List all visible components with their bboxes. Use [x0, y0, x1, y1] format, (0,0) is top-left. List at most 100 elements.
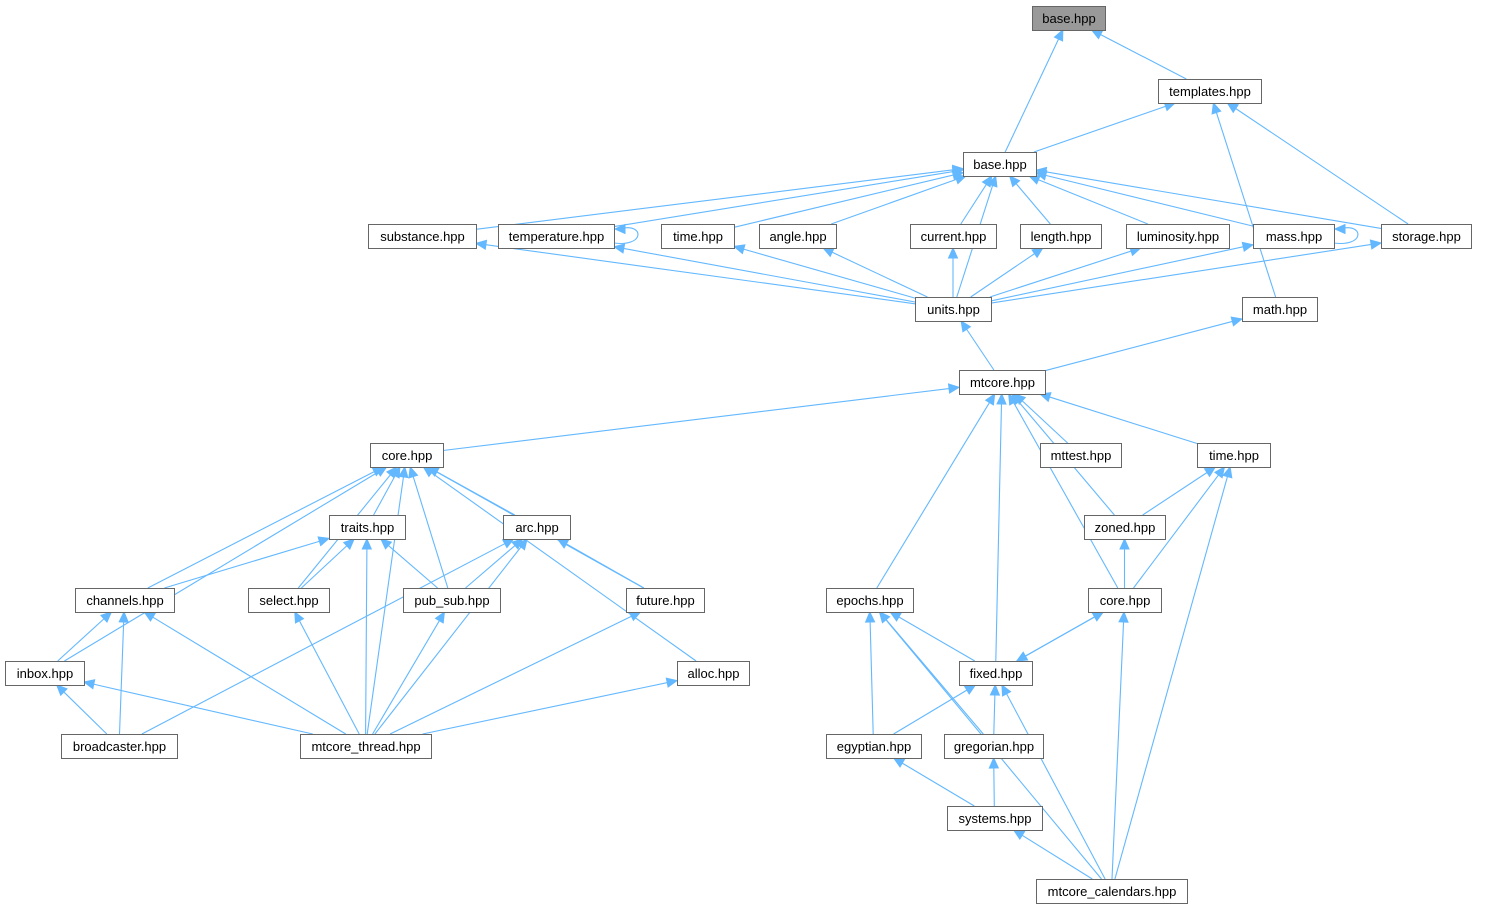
edge-arrowhead — [294, 610, 305, 624]
node-label: base.hpp — [1042, 11, 1096, 26]
edge-arrowhead — [988, 756, 1000, 769]
node-future[interactable]: future.hpp — [626, 588, 705, 613]
node-base-root[interactable]: base.hpp — [1032, 6, 1106, 31]
edge-units-to-angle — [821, 247, 928, 298]
node-label: core.hpp — [1100, 593, 1151, 608]
node-label: storage.hpp — [1392, 229, 1461, 244]
node-storage[interactable]: storage.hpp — [1381, 224, 1472, 249]
node-box — [826, 588, 914, 613]
edge-line — [484, 244, 916, 305]
node-zoned[interactable]: zoned.hpp — [1084, 515, 1166, 540]
edge-broadcaster-to-channels — [118, 610, 129, 735]
edge-arrowhead — [1090, 29, 1104, 40]
node-luminosity[interactable]: luminosity.hpp — [1126, 224, 1230, 249]
node-mtcore-calendars[interactable]: mtcore_calendars.hpp — [1036, 879, 1188, 904]
node-epochs[interactable]: epochs.hpp — [826, 588, 914, 613]
edge-inbox-to-core_thread — [64, 466, 388, 662]
node-alloc[interactable]: alloc.hpp — [677, 661, 750, 686]
edge-arrowhead — [892, 757, 906, 768]
node-mass[interactable]: mass.hpp — [1253, 224, 1335, 249]
node-label: math.hpp — [1253, 302, 1307, 317]
node-core-cal[interactable]: core.hpp — [1088, 588, 1162, 613]
node-label: mtcore_calendars.hpp — [1048, 884, 1177, 899]
node-mttest[interactable]: mttest.hpp — [1040, 443, 1122, 468]
edge-arrowhead — [501, 538, 515, 549]
edge-current-to-base_units — [960, 174, 993, 225]
edge-line — [1037, 178, 1149, 225]
edge-broadcaster-to-arc — [141, 538, 515, 735]
node-temperature[interactable]: temperature.hpp — [498, 224, 615, 249]
node-label: egyptian.hpp — [837, 739, 911, 754]
node-box — [329, 515, 406, 540]
edge-line — [465, 544, 517, 589]
edge-line — [147, 470, 376, 589]
node-label: base.hpp — [973, 157, 1027, 172]
node-box — [626, 588, 705, 613]
edge-line — [422, 681, 669, 735]
node-angle[interactable]: angle.hpp — [759, 224, 837, 249]
node-mtcore[interactable]: mtcore.hpp — [959, 370, 1046, 395]
edge-pub_sub-to-traits — [379, 538, 438, 589]
edge-substance-to-base_units — [475, 164, 965, 230]
node-gregorian[interactable]: gregorian.hpp — [944, 734, 1044, 759]
edge-base_units-to-base_root — [1004, 28, 1064, 153]
node-label: mttest.hpp — [1051, 448, 1112, 463]
edge-line — [62, 690, 108, 735]
node-current[interactable]: current.hpp — [910, 224, 997, 249]
node-broadcaster[interactable]: broadcaster.hpp — [61, 734, 178, 759]
node-pub-sub[interactable]: pub_sub.hpp — [403, 588, 501, 613]
node-math[interactable]: math.hpp — [1242, 297, 1318, 322]
edge-arrowhead — [947, 383, 961, 394]
node-traits[interactable]: traits.hpp — [329, 515, 406, 540]
edge-systems-to-egyptian — [892, 757, 975, 807]
edge-line — [876, 401, 991, 589]
edge-line — [613, 170, 955, 228]
edge-mass-to-base_units — [1034, 170, 1254, 227]
node-select[interactable]: select.hpp — [248, 588, 330, 613]
node-length[interactable]: length.hpp — [1020, 224, 1102, 249]
edge-temperature-to-temperature — [613, 223, 639, 244]
node-label: current.hpp — [921, 229, 987, 244]
edge-line — [1099, 33, 1187, 80]
edge-line — [995, 402, 1003, 662]
node-mtcore-thread[interactable]: mtcore_thread.hpp — [300, 734, 432, 759]
node-fixed[interactable]: fixed.hpp — [959, 661, 1033, 686]
edge-mtcore_thread-to-alloc — [422, 677, 679, 735]
edge-line — [869, 620, 874, 735]
edge-arrowhead — [1031, 247, 1044, 259]
edge-mtcore-to-math — [1044, 316, 1244, 372]
node-egyptian[interactable]: egyptian.hpp — [826, 734, 922, 759]
node-arc[interactable]: arc.hpp — [503, 515, 571, 540]
node-time-cal[interactable]: time.hpp — [1197, 443, 1271, 468]
edge-units-to-luminosity — [989, 246, 1142, 298]
edge-length-to-base_units — [1008, 175, 1051, 225]
node-systems[interactable]: systems.hpp — [947, 806, 1043, 831]
node-templates[interactable]: templates.hpp — [1158, 79, 1262, 104]
node-units[interactable]: units.hpp — [915, 297, 992, 322]
edge-arrowhead — [1012, 829, 1026, 841]
edge-line — [141, 542, 506, 735]
edge-pub_sub-to-core_thread — [408, 465, 449, 589]
edge-arrowhead — [628, 611, 642, 622]
node-inbox[interactable]: inbox.hpp — [5, 661, 85, 686]
edge-arrowhead — [143, 611, 157, 622]
node-substance[interactable]: substance.hpp — [368, 224, 477, 249]
edge-line — [442, 387, 951, 452]
node-box — [1126, 224, 1230, 249]
node-channels[interactable]: channels.hpp — [75, 588, 175, 613]
edge-select-to-traits — [301, 538, 355, 589]
node-box — [61, 734, 178, 759]
node-time-units[interactable]: time.hpp — [661, 224, 735, 249]
node-core-thread[interactable]: core.hpp — [370, 443, 444, 468]
edge-base_units-to-templates — [1033, 101, 1177, 153]
node-box — [1032, 6, 1106, 31]
node-label: substance.hpp — [380, 229, 465, 244]
edge-arrowhead — [1211, 101, 1222, 115]
edge-line — [733, 174, 955, 228]
node-base-units[interactable]: base.hpp — [963, 152, 1037, 177]
edge-line — [993, 766, 995, 807]
edge-line — [830, 251, 928, 298]
edge-arrowhead — [55, 684, 68, 697]
node-box — [677, 661, 750, 686]
node-box — [1036, 879, 1188, 904]
